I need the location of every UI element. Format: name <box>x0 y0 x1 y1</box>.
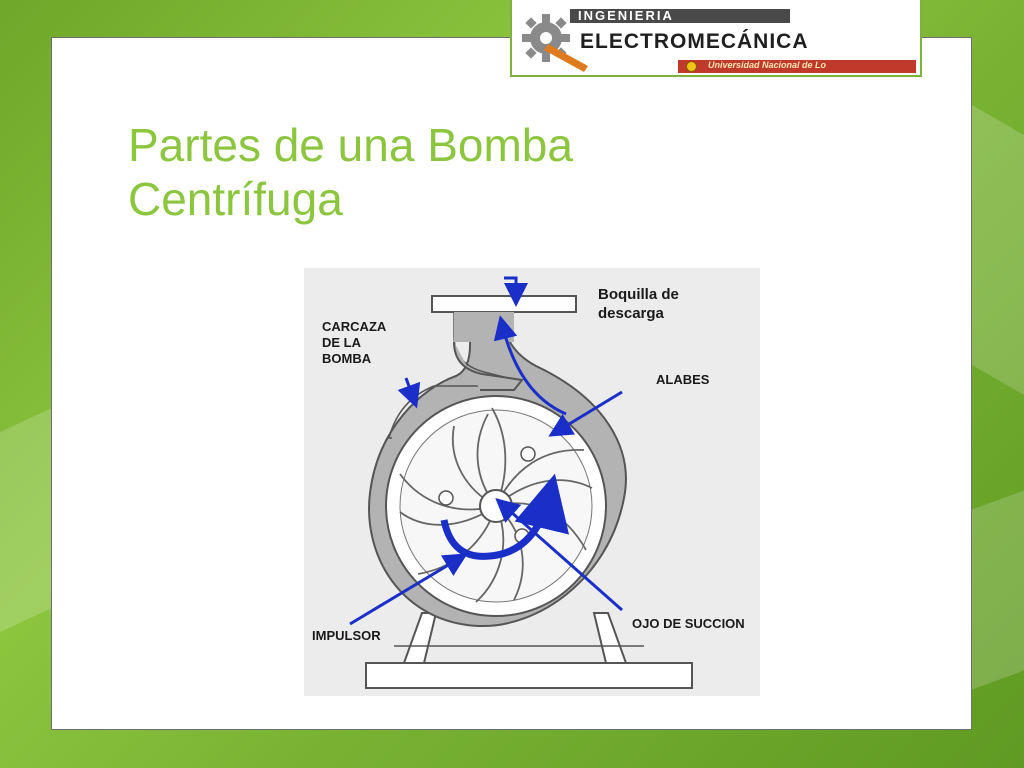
label-discharge-line-1: Boquilla de <box>598 286 679 303</box>
logo-university-band: Universidad Nacional de Lo <box>678 60 916 73</box>
seal-icon <box>686 61 697 72</box>
background-facet <box>972 490 1024 690</box>
discharge-flange <box>431 295 577 313</box>
logo-line-2: ELECTROMECÁNICA <box>580 30 809 53</box>
logo-line-1: INGENIERIA <box>570 9 790 23</box>
label-suction-eye: OJO DE SUCCION <box>632 616 745 631</box>
background-facet <box>972 104 1024 396</box>
flow-arrows <box>349 276 623 626</box>
slide-title-line-1: Partes de una Bomba <box>128 119 573 171</box>
label-casing-line-3: BOMBA <box>322 351 372 366</box>
suction-eye <box>479 489 513 523</box>
label-casing-line-2: DE LA <box>322 335 361 350</box>
label-pump-casing: CARCAZA DE LA BOMBA <box>322 319 386 367</box>
pump-diagram: Boquilla de descarga CARCAZA DE LA BOMBA… <box>304 268 760 696</box>
label-discharge-line-2: descarga <box>598 305 664 322</box>
slide-title-line-2: Centrífuga <box>128 173 343 225</box>
background-facet <box>0 407 52 633</box>
label-impeller: IMPULSOR <box>312 628 381 643</box>
pump-base <box>365 612 693 689</box>
gear-logo-icon <box>522 14 588 72</box>
label-discharge-nozzle: Boquilla de descarga <box>598 285 679 323</box>
label-casing-line-1: CARCAZA <box>322 319 387 334</box>
university-logo: INGENIERIA ELECTROMECÁNICA Universidad N… <box>510 0 922 77</box>
pump-drawing <box>349 276 693 689</box>
slide-title: Partes de una Bomba Centrífuga <box>128 118 768 226</box>
logo-university-name: Universidad Nacional de Lo <box>708 60 827 70</box>
label-vanes: ALABES <box>656 372 710 387</box>
